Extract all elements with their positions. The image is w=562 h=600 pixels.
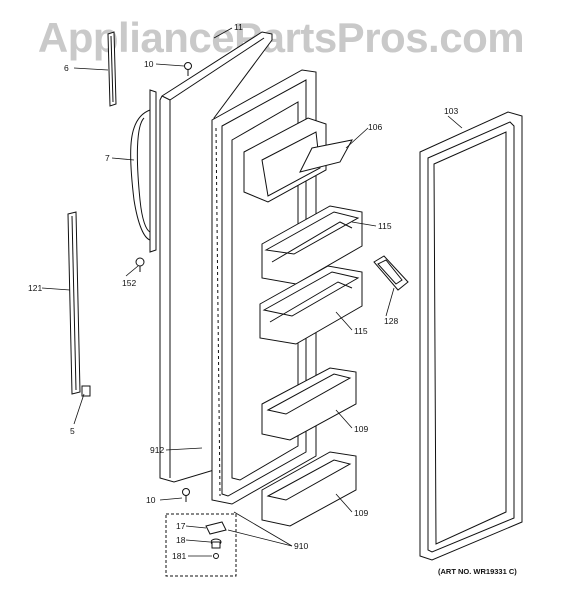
part-7-door-handle[interactable] [130, 89, 157, 253]
part-17-hinge-plate[interactable] [205, 521, 227, 535]
callout-109-upper: 109 [354, 424, 368, 434]
callout-17: 17 [176, 521, 186, 531]
art-number: (ART NO. WR19331 C) [438, 567, 517, 576]
callout-10-bottom: 10 [146, 495, 156, 505]
callout-152: 152 [122, 278, 136, 288]
callout-115-upper: 115 [378, 221, 392, 231]
part-115-upper-door-bin[interactable] [261, 205, 363, 285]
callout-labels: 6 11 10 7 106 103 115 152 121 128 115 10… [28, 22, 458, 561]
part-128-bracket[interactable] [373, 255, 409, 291]
leader-lines [41, 27, 463, 557]
callout-11: 11 [234, 22, 243, 32]
part-18-hinge-pin[interactable] [210, 538, 222, 549]
callout-103: 103 [444, 106, 458, 116]
part-152-screw[interactable] [135, 257, 145, 272]
part-115-lower-door-bin[interactable] [259, 265, 363, 345]
callout-128: 128 [384, 316, 398, 326]
callout-10-top: 10 [144, 59, 154, 69]
part-5-clip[interactable] [81, 385, 91, 397]
callout-109-lower: 109 [354, 508, 368, 518]
part-181-hinge-screw[interactable] [213, 553, 219, 559]
callout-121: 121 [28, 283, 42, 293]
part-103-door-gasket[interactable] [419, 111, 523, 561]
watermark-text: AppliancePartsPros.com [37, 14, 525, 61]
part-109-lower-door-shelf[interactable] [261, 451, 357, 527]
callout-181: 181 [172, 551, 186, 561]
callout-7: 7 [105, 153, 110, 163]
callout-6: 6 [64, 63, 69, 73]
part-106-dairy-door[interactable] [243, 117, 353, 203]
callout-5: 5 [70, 426, 75, 436]
callout-912: 912 [150, 445, 164, 455]
hinge-kit-box [165, 513, 237, 577]
callout-106: 106 [368, 122, 382, 132]
callout-18: 18 [176, 535, 186, 545]
part-121-side-trim[interactable] [67, 211, 81, 395]
part-10-top-screw[interactable] [184, 62, 192, 77]
callout-910: 910 [294, 541, 308, 551]
part-6-trim-strip[interactable] [107, 31, 117, 107]
callout-115-lower: 115 [354, 326, 368, 336]
part-109-upper-door-shelf[interactable] [261, 367, 357, 441]
part-10-bottom-screw[interactable] [182, 488, 190, 503]
